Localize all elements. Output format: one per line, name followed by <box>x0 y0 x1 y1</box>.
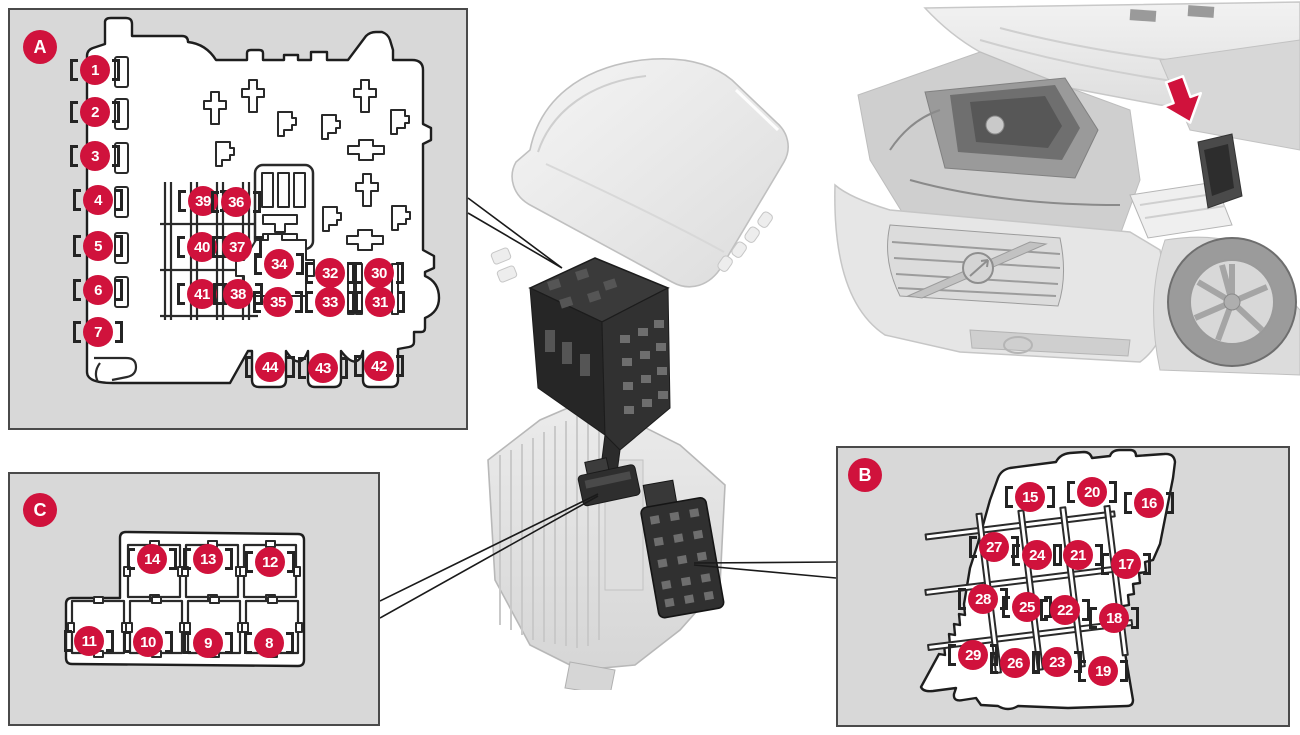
fuse-11-badge: 11 <box>74 626 104 656</box>
fuse-29-badge: 29 <box>958 640 988 670</box>
callout-line-panel-b <box>693 561 836 579</box>
fusebox-location-arrow-icon <box>1161 74 1203 124</box>
panel-c-badge-layer: C 14 13 12 11 10 9 8 <box>10 474 378 724</box>
fuse-31-badge: 31 <box>365 287 395 317</box>
panel-b-label-badge: B <box>848 458 882 492</box>
fuse-17-badge: 17 <box>1111 549 1141 579</box>
fuse-42-badge: 42 <box>364 351 394 381</box>
fuse-30-badge: 30 <box>364 258 394 288</box>
fuse-38-badge: 38 <box>223 279 253 309</box>
fuse-8-badge: 8 <box>254 628 284 658</box>
fuse-22-badge: 22 <box>1050 595 1080 625</box>
fuse-32-badge: 32 <box>315 258 345 288</box>
callout-line-panel-c <box>380 493 599 619</box>
fuse-2-badge: 2 <box>80 97 110 127</box>
fuse-3-badge: 3 <box>80 141 110 171</box>
car-engine-bay-illustration <box>834 1 1300 376</box>
callout-lines <box>380 197 836 619</box>
fuse-13-badge: 13 <box>193 544 223 574</box>
fuse-33-badge: 33 <box>315 287 345 317</box>
fusebox-a-relay-glyphs <box>203 79 411 251</box>
fuse-6-badge: 6 <box>83 275 113 305</box>
fuse-20-badge: 20 <box>1077 477 1107 507</box>
fuse-19-badge: 19 <box>1088 656 1118 686</box>
car-body <box>834 1 1300 376</box>
fusebox-cover <box>490 58 789 288</box>
car-lower-intake <box>969 329 1131 357</box>
car-front-wheel <box>1167 237 1297 367</box>
fuse-27-badge: 27 <box>979 532 1009 562</box>
fuse-18-badge: 18 <box>1099 603 1129 633</box>
panel-c-label-badge: C <box>23 493 57 527</box>
fuse-14-badge: 14 <box>137 544 167 574</box>
fusebox-a-connector-block <box>253 163 315 252</box>
fuse-4-badge: 4 <box>83 185 113 215</box>
fuse-16-badge: 16 <box>1134 488 1164 518</box>
callout-line-panel-a <box>467 197 563 269</box>
panel-a-label-badge: A <box>23 30 57 64</box>
fuse-15-badge: 15 <box>1015 482 1045 512</box>
fuse-7-badge: 7 <box>83 317 113 347</box>
fuse-10-badge: 10 <box>133 627 163 657</box>
fusebox-assembly-illustration <box>380 58 836 690</box>
engine-fusebox-unit <box>528 257 671 481</box>
fuse-35-badge: 35 <box>263 287 293 317</box>
fuse-21-badge: 21 <box>1063 540 1093 570</box>
lower-fusebox-connector <box>640 479 725 619</box>
fuse-1-badge: 1 <box>80 55 110 85</box>
fuse-44-badge: 44 <box>255 352 285 382</box>
panel-b-badge-layer: B 15 20 16 27 24 21 17 28 25 22 18 29 26 23 19 <box>838 448 1288 725</box>
fuse-9-badge: 9 <box>193 628 223 658</box>
fuse-37-badge: 37 <box>222 232 252 262</box>
panel-c-relay-box: C 14 13 12 11 10 9 8 <box>8 472 380 726</box>
fuse-25-badge: 25 <box>1012 592 1042 622</box>
fuse-43-badge: 43 <box>308 353 338 383</box>
fuse-23-badge: 23 <box>1042 647 1072 677</box>
fuse-12-badge: 12 <box>255 547 285 577</box>
fuse-28-badge: 28 <box>968 584 998 614</box>
fusebox-a-foot-hook <box>94 356 138 383</box>
fuse-5-badge: 5 <box>83 231 113 261</box>
fuse-41-badge: 41 <box>187 279 217 309</box>
fuse-36-badge: 36 <box>221 187 251 217</box>
fuse-34-badge: 34 <box>264 249 294 279</box>
fuse-26-badge: 26 <box>1000 648 1030 678</box>
panel-b-lower-fusebox: B 15 20 16 27 24 21 17 28 25 22 18 29 26 23 19 <box>836 446 1290 727</box>
fuse-24-badge: 24 <box>1022 540 1052 570</box>
